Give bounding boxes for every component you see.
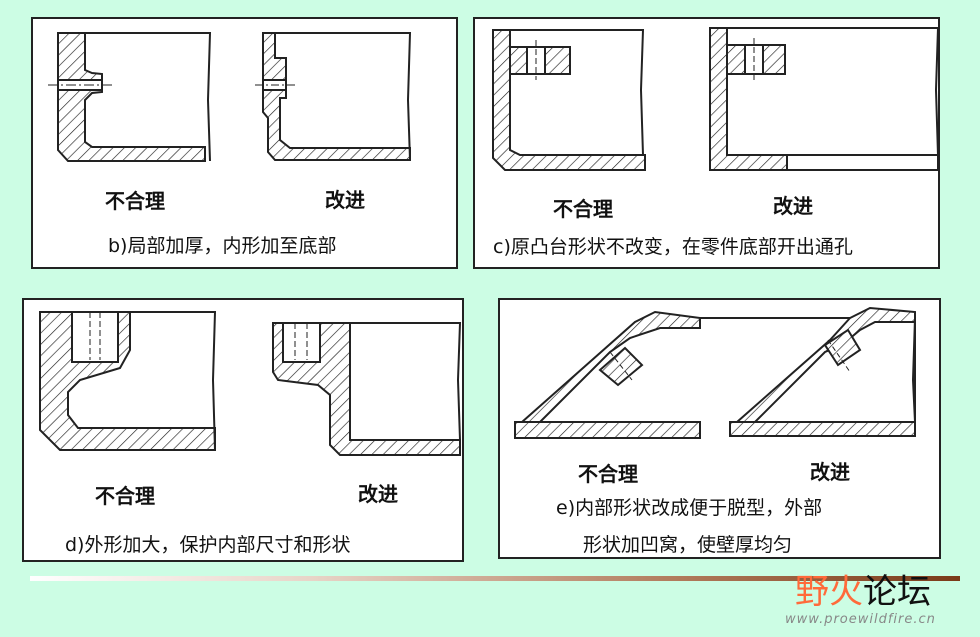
label-d-good: 改进 — [358, 482, 398, 506]
panel-b — [31, 17, 458, 269]
label-c-good: 改进 — [773, 194, 813, 218]
drawing-c-bad — [492, 29, 646, 171]
caption-c: c)原凸台形状不改变，在零件底部开出通孔 — [493, 236, 853, 258]
drawing-b-bad — [48, 32, 212, 162]
drawing-b-good — [255, 32, 412, 161]
caption-e-line1: e)内部形状改成便于脱型，外部 — [556, 497, 823, 519]
divider-line — [30, 576, 960, 581]
caption-e-line2: 形状加凹窝，使壁厚均匀 — [583, 534, 793, 556]
caption-b: b)局部加厚，内形加至底部 — [108, 235, 337, 257]
label-e-bad: 不合理 — [578, 462, 638, 486]
drawing-e-good — [729, 306, 916, 437]
drawing-e-bad — [514, 310, 917, 439]
label-b-good: 改进 — [325, 188, 365, 212]
watermark-name-part1: 野火 — [795, 572, 863, 612]
drawing-c-good — [709, 27, 940, 171]
watermark-name-part2: 论坛 — [863, 572, 931, 612]
watermark-url: www.proewildfire.cn — [785, 612, 936, 627]
label-e-good: 改进 — [810, 460, 850, 484]
caption-d: d)外形加大，保护内部尺寸和形状 — [65, 534, 351, 556]
drawing-d-bad — [39, 311, 217, 451]
drawing-d-good — [272, 322, 462, 456]
label-c-bad: 不合理 — [553, 197, 613, 221]
watermark-logo: 野火论坛 www.proewildfire.cn — [785, 572, 936, 627]
label-d-bad: 不合理 — [95, 484, 155, 508]
label-b-bad: 不合理 — [105, 189, 165, 213]
